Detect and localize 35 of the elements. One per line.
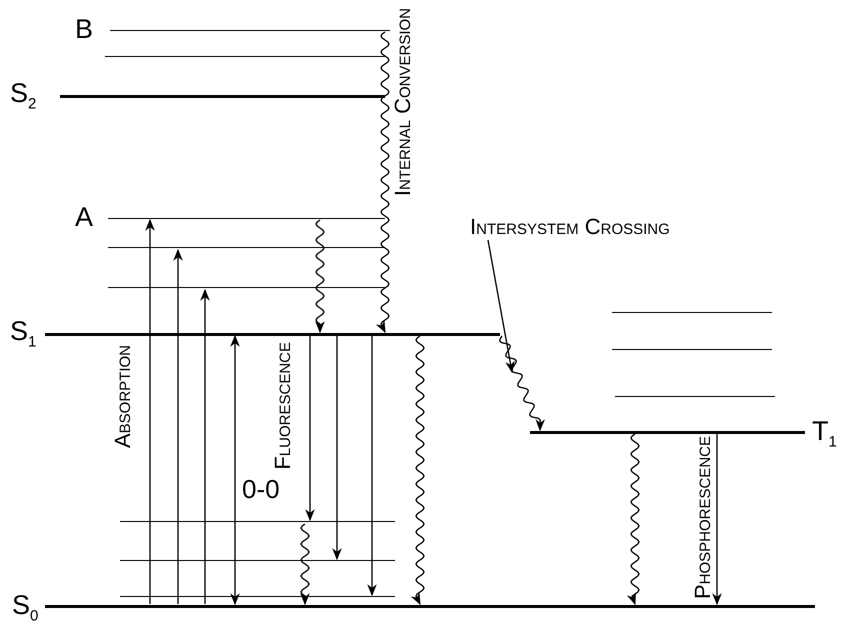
arrow bbox=[712, 434, 722, 606]
vibrational-level-line bbox=[120, 520, 395, 524]
level-label: S$_{1}$ bbox=[10, 318, 36, 350]
wavy-arrow bbox=[499, 336, 545, 432]
wavy-arrow bbox=[300, 523, 310, 606]
vertical-label: Absorption bbox=[112, 345, 134, 448]
wavy-arrow bbox=[315, 219, 325, 334]
level-label: S$_{0}$ bbox=[12, 592, 38, 624]
vibrational-level-line bbox=[612, 348, 772, 352]
arrow bbox=[145, 218, 155, 604]
wavy-arrow bbox=[376, 32, 390, 334]
vibrational-level-line bbox=[108, 286, 385, 290]
vibrational-level-line bbox=[612, 311, 772, 315]
arrow bbox=[367, 336, 377, 596]
vertical-label: Fluorescence bbox=[272, 342, 294, 470]
annotation-text: Intersystem Crossing bbox=[470, 216, 670, 238]
vibrational-level-line bbox=[120, 595, 395, 599]
level-label: B bbox=[75, 16, 94, 43]
vibrational-level-line bbox=[120, 559, 395, 563]
vertical-label: Phosphorescence bbox=[692, 436, 714, 600]
vertical-label: Internal Conversion bbox=[392, 8, 414, 196]
wavy-arrow bbox=[410, 336, 425, 606]
vibrational-level-line bbox=[615, 395, 775, 399]
arrow bbox=[332, 336, 342, 560]
double-arrow bbox=[230, 334, 240, 606]
level-label: A bbox=[75, 204, 94, 231]
arrow bbox=[200, 288, 210, 604]
level-label: T$_{1}$ bbox=[812, 418, 837, 450]
wavy-arrow bbox=[626, 433, 640, 606]
vibrational-level-line bbox=[108, 246, 385, 250]
vibrational-level-line bbox=[105, 55, 385, 59]
arrow bbox=[173, 248, 183, 604]
level-label: S$_{2}$ bbox=[10, 80, 36, 112]
arrow bbox=[305, 336, 315, 522]
leader-arrow bbox=[487, 240, 515, 374]
